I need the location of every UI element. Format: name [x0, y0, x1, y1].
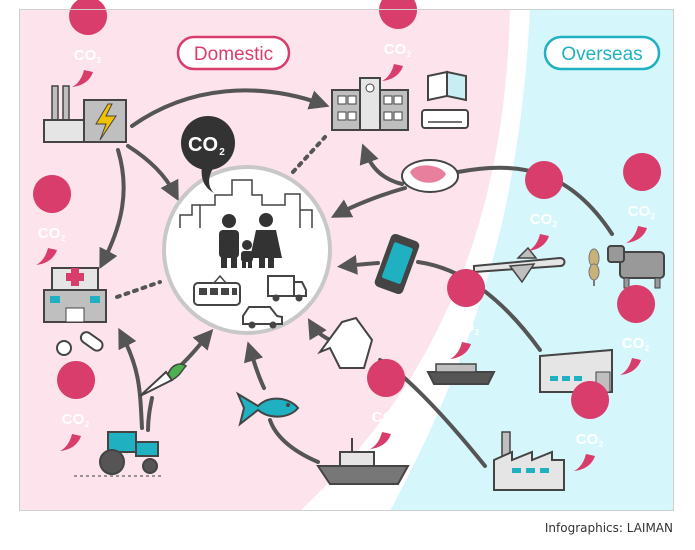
fishing-boat-icon	[316, 438, 410, 485]
svg-text:CO: CO	[452, 319, 475, 336]
pill-icon	[56, 331, 104, 356]
domestic-label: Domestic	[176, 35, 291, 71]
shirt-icon	[317, 316, 374, 369]
factory-icon	[493, 431, 565, 491]
arrow-ship-to-fish	[268, 418, 320, 464]
family-icon	[219, 213, 282, 268]
arrow-carrot-to-center	[178, 328, 214, 368]
arrow-shirt-to-center	[307, 318, 332, 342]
meat-icon	[401, 159, 459, 193]
overseas-label: Overseas	[543, 35, 661, 71]
truck-icon	[267, 275, 307, 302]
svg-text:2: 2	[61, 234, 66, 243]
car-icon	[242, 306, 283, 329]
svg-text:2: 2	[599, 440, 604, 449]
svg-text:CO: CO	[372, 409, 395, 426]
book-icon	[427, 70, 467, 102]
wheat-icon	[588, 248, 600, 286]
svg-text:CO: CO	[622, 335, 645, 352]
svg-text:2: 2	[475, 328, 480, 337]
carrot-icon	[139, 363, 188, 397]
svg-text:CO: CO	[576, 431, 599, 448]
hospital-icon	[43, 267, 107, 323]
air-conditioner-icon	[421, 109, 469, 129]
dotted-links	[115, 135, 327, 299]
arrow-meat-to-center	[330, 186, 407, 218]
credit-text: Infographics: LAIMAN	[544, 521, 673, 535]
arrow-power-to-center	[126, 144, 179, 202]
svg-text:CO: CO	[188, 134, 218, 156]
svg-text:CO: CO	[38, 225, 61, 242]
svg-text:CO: CO	[62, 411, 85, 428]
svg-text:CO: CO	[628, 203, 651, 220]
svg-text:2: 2	[645, 344, 650, 353]
svg-text:CO: CO	[74, 47, 97, 64]
arrow-meat-to-school	[359, 143, 404, 186]
arrow-tractor-to-pill	[118, 327, 144, 430]
svg-text:2: 2	[395, 418, 400, 427]
svg-text:Overseas: Overseas	[561, 44, 642, 65]
fish-icon	[235, 391, 300, 427]
svg-text:2: 2	[97, 56, 102, 65]
svg-text:2: 2	[407, 50, 412, 59]
cow-icon	[607, 245, 665, 289]
svg-text:2: 2	[219, 147, 225, 158]
power-plant-icon	[43, 85, 127, 143]
school-icon	[331, 77, 409, 131]
arrow-tractor-to-carrot	[146, 396, 154, 432]
svg-text:2: 2	[651, 212, 656, 221]
smartphone-icon	[374, 233, 420, 295]
svg-text:2: 2	[85, 420, 90, 429]
svg-text:CO: CO	[384, 41, 407, 58]
svg-text:Domestic: Domestic	[194, 44, 273, 65]
arrow-power-to-school	[130, 88, 330, 128]
tractor-icon	[74, 431, 164, 477]
train-icon	[193, 274, 241, 306]
city-icon	[179, 179, 313, 228]
co2-bubble-main: CO 2	[181, 116, 235, 193]
svg-text:2: 2	[553, 220, 558, 229]
arrow-fish-to-center	[244, 341, 266, 390]
arrow-power-to-hospital	[99, 148, 126, 270]
airplane-icon	[473, 246, 566, 284]
svg-text:CO: CO	[530, 211, 553, 228]
arrow-phone-to-center	[337, 254, 380, 275]
cargo-ship-icon	[426, 363, 496, 385]
